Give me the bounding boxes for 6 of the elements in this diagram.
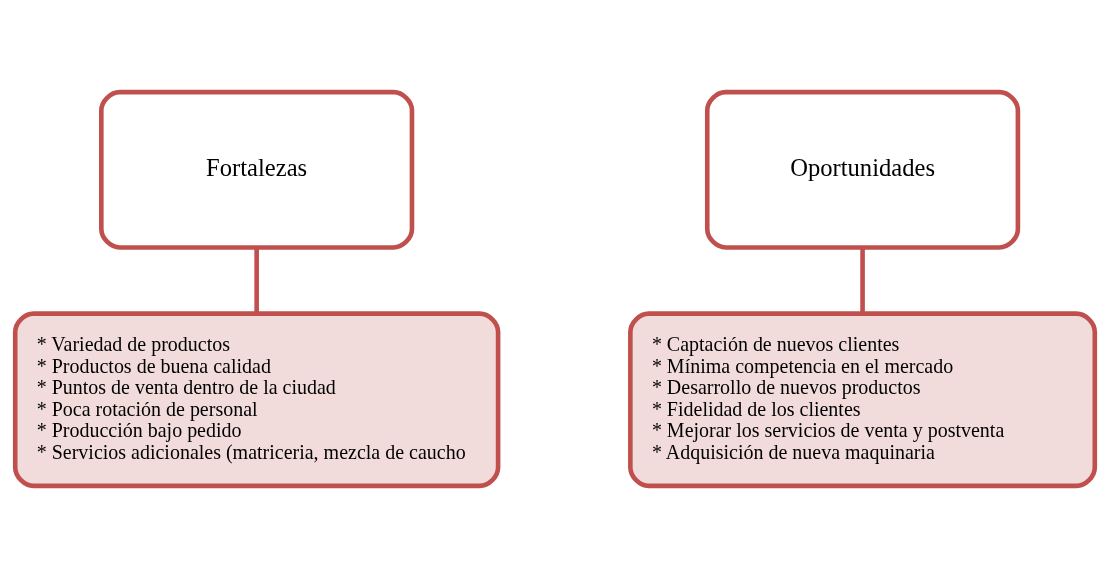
node-box: Oportunidades (704, 89, 1021, 250)
connector (254, 247, 259, 313)
node-box: Fortalezas (99, 89, 415, 250)
connector (860, 247, 865, 313)
node-box: * Variedad de productos * Productos de buena calidad * Puntos de venta dentro de la ciudad * Poca rotación de personal * Producción bajo pedido * Servicios adicionales (matriceria, mezcla de caucho (12, 310, 501, 488)
node-box: * Captación de nuevos clientes * Mínima competencia en el mercado * Desarrollo de nuevos productos * Fidelidad de los clientes * Mejorar los servicios de venta y postventa * Adquisición de nueva maquinaria (628, 310, 1098, 488)
